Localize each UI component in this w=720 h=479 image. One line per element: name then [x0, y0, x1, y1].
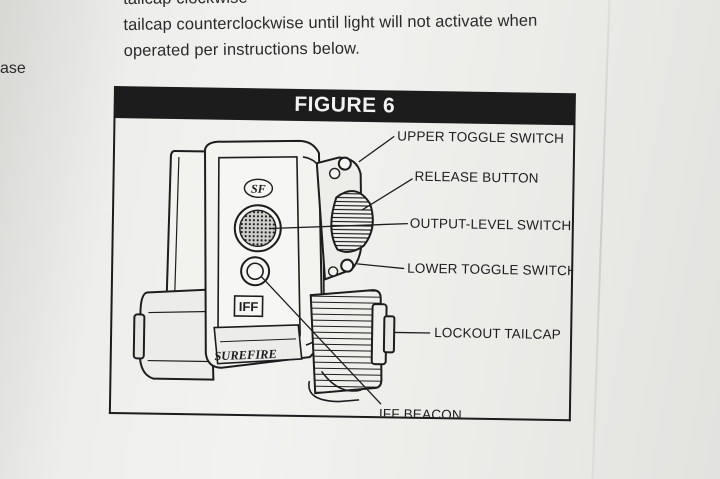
iff-label-plate: IFF — [233, 295, 264, 318]
instruction-line-3: operated per instructions below. — [123, 39, 360, 60]
device-rear-housing — [165, 149, 210, 305]
brand-nameplate: SUREFIRE — [213, 324, 303, 365]
left-column-text-fragment: ase — [0, 60, 26, 77]
iff-label-text: IFF — [239, 299, 259, 314]
callout-output-level-switch: OUTPUT-LEVEL SWITCH — [410, 216, 572, 234]
callout-lower-toggle-switch: LOWER TOGGLE SWITCH — [407, 261, 575, 279]
surefire-logo-icon: SF — [243, 178, 274, 198]
device-illustration: SF IFF SUREFIRE — [132, 128, 575, 419]
device-rail — [132, 288, 215, 381]
upper-toggle-switch — [337, 156, 352, 171]
release-button — [330, 190, 374, 253]
instruction-line-2: tailcap counterclockwise until light wil… — [123, 11, 538, 34]
lockout-tailcap — [308, 289, 396, 403]
callout-release-button: RELEASE BUTTON — [415, 169, 539, 186]
lower-toggle-switch — [340, 258, 355, 273]
callout-iff-beacon: IFF BEACON — [379, 406, 462, 419]
brand-text: SUREFIRE — [214, 347, 277, 363]
figure-6: FIGURE 6 — [108, 86, 576, 422]
logo-text: SF — [251, 182, 266, 196]
callout-upper-toggle-switch: UPPER TOGGLE SWITCH — [397, 128, 564, 146]
callout-lockout-tailcap: LOCKOUT TAILCAP — [434, 325, 561, 342]
instruction-paragraph: tailcap clockwise tailcap counterclockwi… — [123, 0, 564, 64]
callout-leaders — [260, 135, 431, 405]
